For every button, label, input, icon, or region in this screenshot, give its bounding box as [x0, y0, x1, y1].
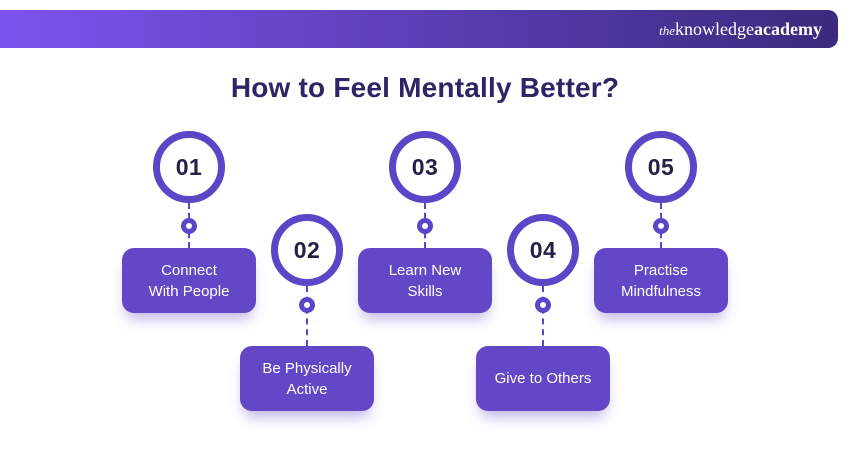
connector-dot — [299, 297, 315, 313]
brand-header-bar: theknowledgeacademy — [0, 10, 838, 48]
logo-academy: academy — [754, 18, 822, 39]
connector-dot — [181, 218, 197, 234]
step-label-line: Practise — [633, 261, 689, 279]
step-label-line: Give to Others — [494, 370, 592, 387]
step-card: Be Physically Active — [240, 346, 374, 411]
dashed-line — [306, 286, 308, 346]
brand-logo: theknowledgeacademy — [659, 19, 822, 40]
step-label-line: Learn New — [388, 261, 462, 279]
step-card: Learn New Skills — [358, 248, 492, 313]
connector-line — [416, 203, 434, 248]
step-label-line: Active — [286, 380, 328, 398]
step-card: Connect With People — [122, 248, 256, 313]
step-item-03: 03 Learn New Skills — [358, 131, 492, 313]
step-label-line: Mindfulness — [620, 282, 702, 300]
page-title: How to Feel Mentally Better? — [230, 72, 620, 103]
step-number-circle: 03 — [389, 131, 461, 203]
step-number-circle: 04 — [507, 214, 579, 286]
logo-the: the — [659, 22, 676, 38]
step-item-01: 01 Connect With People — [122, 131, 256, 313]
connector-line — [652, 203, 670, 248]
connector-dot — [417, 218, 433, 234]
step-item-02: 02 Be Physically Active — [240, 214, 374, 411]
step-number-circle: 05 — [625, 131, 697, 203]
logo-knowledge: knowledge — [675, 18, 755, 39]
step-card: Give to Others — [476, 346, 610, 411]
step-label-line: Be Physically — [262, 359, 352, 377]
step-item-04: 04 Give to Others — [476, 214, 610, 411]
step-card: Practise Mindfulness — [594, 248, 728, 313]
connector-line — [298, 286, 316, 346]
step-item-05: 05 Practise Mindfulness — [594, 131, 728, 313]
connector-line — [534, 286, 552, 346]
connector-dot — [535, 297, 551, 313]
connector-dot — [653, 218, 669, 234]
step-label-line: Connect — [161, 261, 217, 279]
step-label-line: Skills — [407, 282, 443, 300]
connector-line — [180, 203, 198, 248]
dashed-line — [542, 286, 544, 346]
step-label-line: With People — [148, 282, 230, 300]
step-number-circle: 01 — [153, 131, 225, 203]
step-number-circle: 02 — [271, 214, 343, 286]
